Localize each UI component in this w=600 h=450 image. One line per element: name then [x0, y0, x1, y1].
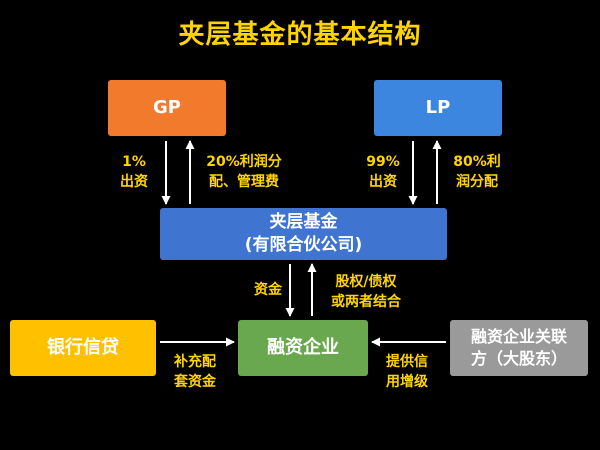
node-gp: GP: [108, 80, 226, 136]
node-mezzanine-fund: 夹层基金 (有限合伙公司): [160, 208, 447, 260]
label-company-to-fund-line1: 股权/债权: [335, 274, 397, 290]
label-fund-to-lp-line1: 80%利: [453, 154, 501, 170]
label-bank-to-company-line1: 补充配: [174, 354, 216, 370]
label-company-to-fund: 股权/债权 或两者结合: [318, 272, 414, 312]
node-related-party-line1: 融资企业关联: [470, 327, 567, 347]
node-related-party: 融资企业关联 方（大股东）: [450, 320, 588, 376]
label-fund-to-company: 资金: [230, 280, 282, 300]
diagram-title: 夹层基金的基本结构: [178, 20, 422, 50]
label-company-to-fund-line2: 或两者结合: [331, 294, 401, 310]
node-financing-company-label: 融资企业: [267, 336, 339, 358]
node-financing-company: 融资企业: [238, 320, 368, 376]
node-related-party-line2: 方（大股东）: [470, 349, 567, 368]
node-bank-credit: 银行信贷: [10, 320, 156, 376]
label-related-to-company-line2: 用增级: [386, 374, 428, 390]
label-gp-to-fund-line2: 出资: [120, 174, 148, 190]
label-fund-to-gp-line2: 配、管理费: [209, 174, 279, 190]
label-related-to-company-line1: 提供信: [386, 354, 428, 370]
label-fund-to-lp: 80%利 润分配: [444, 152, 510, 192]
label-gp-to-fund: 1% 出资: [106, 152, 162, 192]
node-lp-label: LP: [425, 96, 451, 118]
label-fund-to-gp-line1: 20%利润分: [206, 154, 282, 170]
label-lp-to-fund-line1: 99%: [366, 154, 400, 170]
label-fund-to-gp: 20%利润分 配、管理费: [196, 152, 292, 192]
node-gp-label: GP: [153, 96, 181, 118]
node-mezzanine-fund-line1: 夹层基金: [269, 212, 338, 233]
node-bank-credit-label: 银行信贷: [47, 336, 119, 358]
label-bank-to-company: 补充配 套资金: [162, 352, 228, 392]
label-fund-to-company-line1: 资金: [254, 282, 282, 298]
label-fund-to-lp-line2: 润分配: [456, 174, 498, 190]
node-mezzanine-fund-line2: (有限合伙公司): [244, 235, 363, 255]
node-lp: LP: [374, 80, 502, 136]
label-bank-to-company-line2: 套资金: [174, 374, 216, 390]
label-gp-to-fund-line1: 1%: [122, 154, 146, 170]
label-related-to-company: 提供信 用增级: [374, 352, 440, 392]
label-lp-to-fund-line2: 出资: [369, 174, 397, 190]
label-lp-to-fund: 99% 出资: [358, 152, 408, 192]
